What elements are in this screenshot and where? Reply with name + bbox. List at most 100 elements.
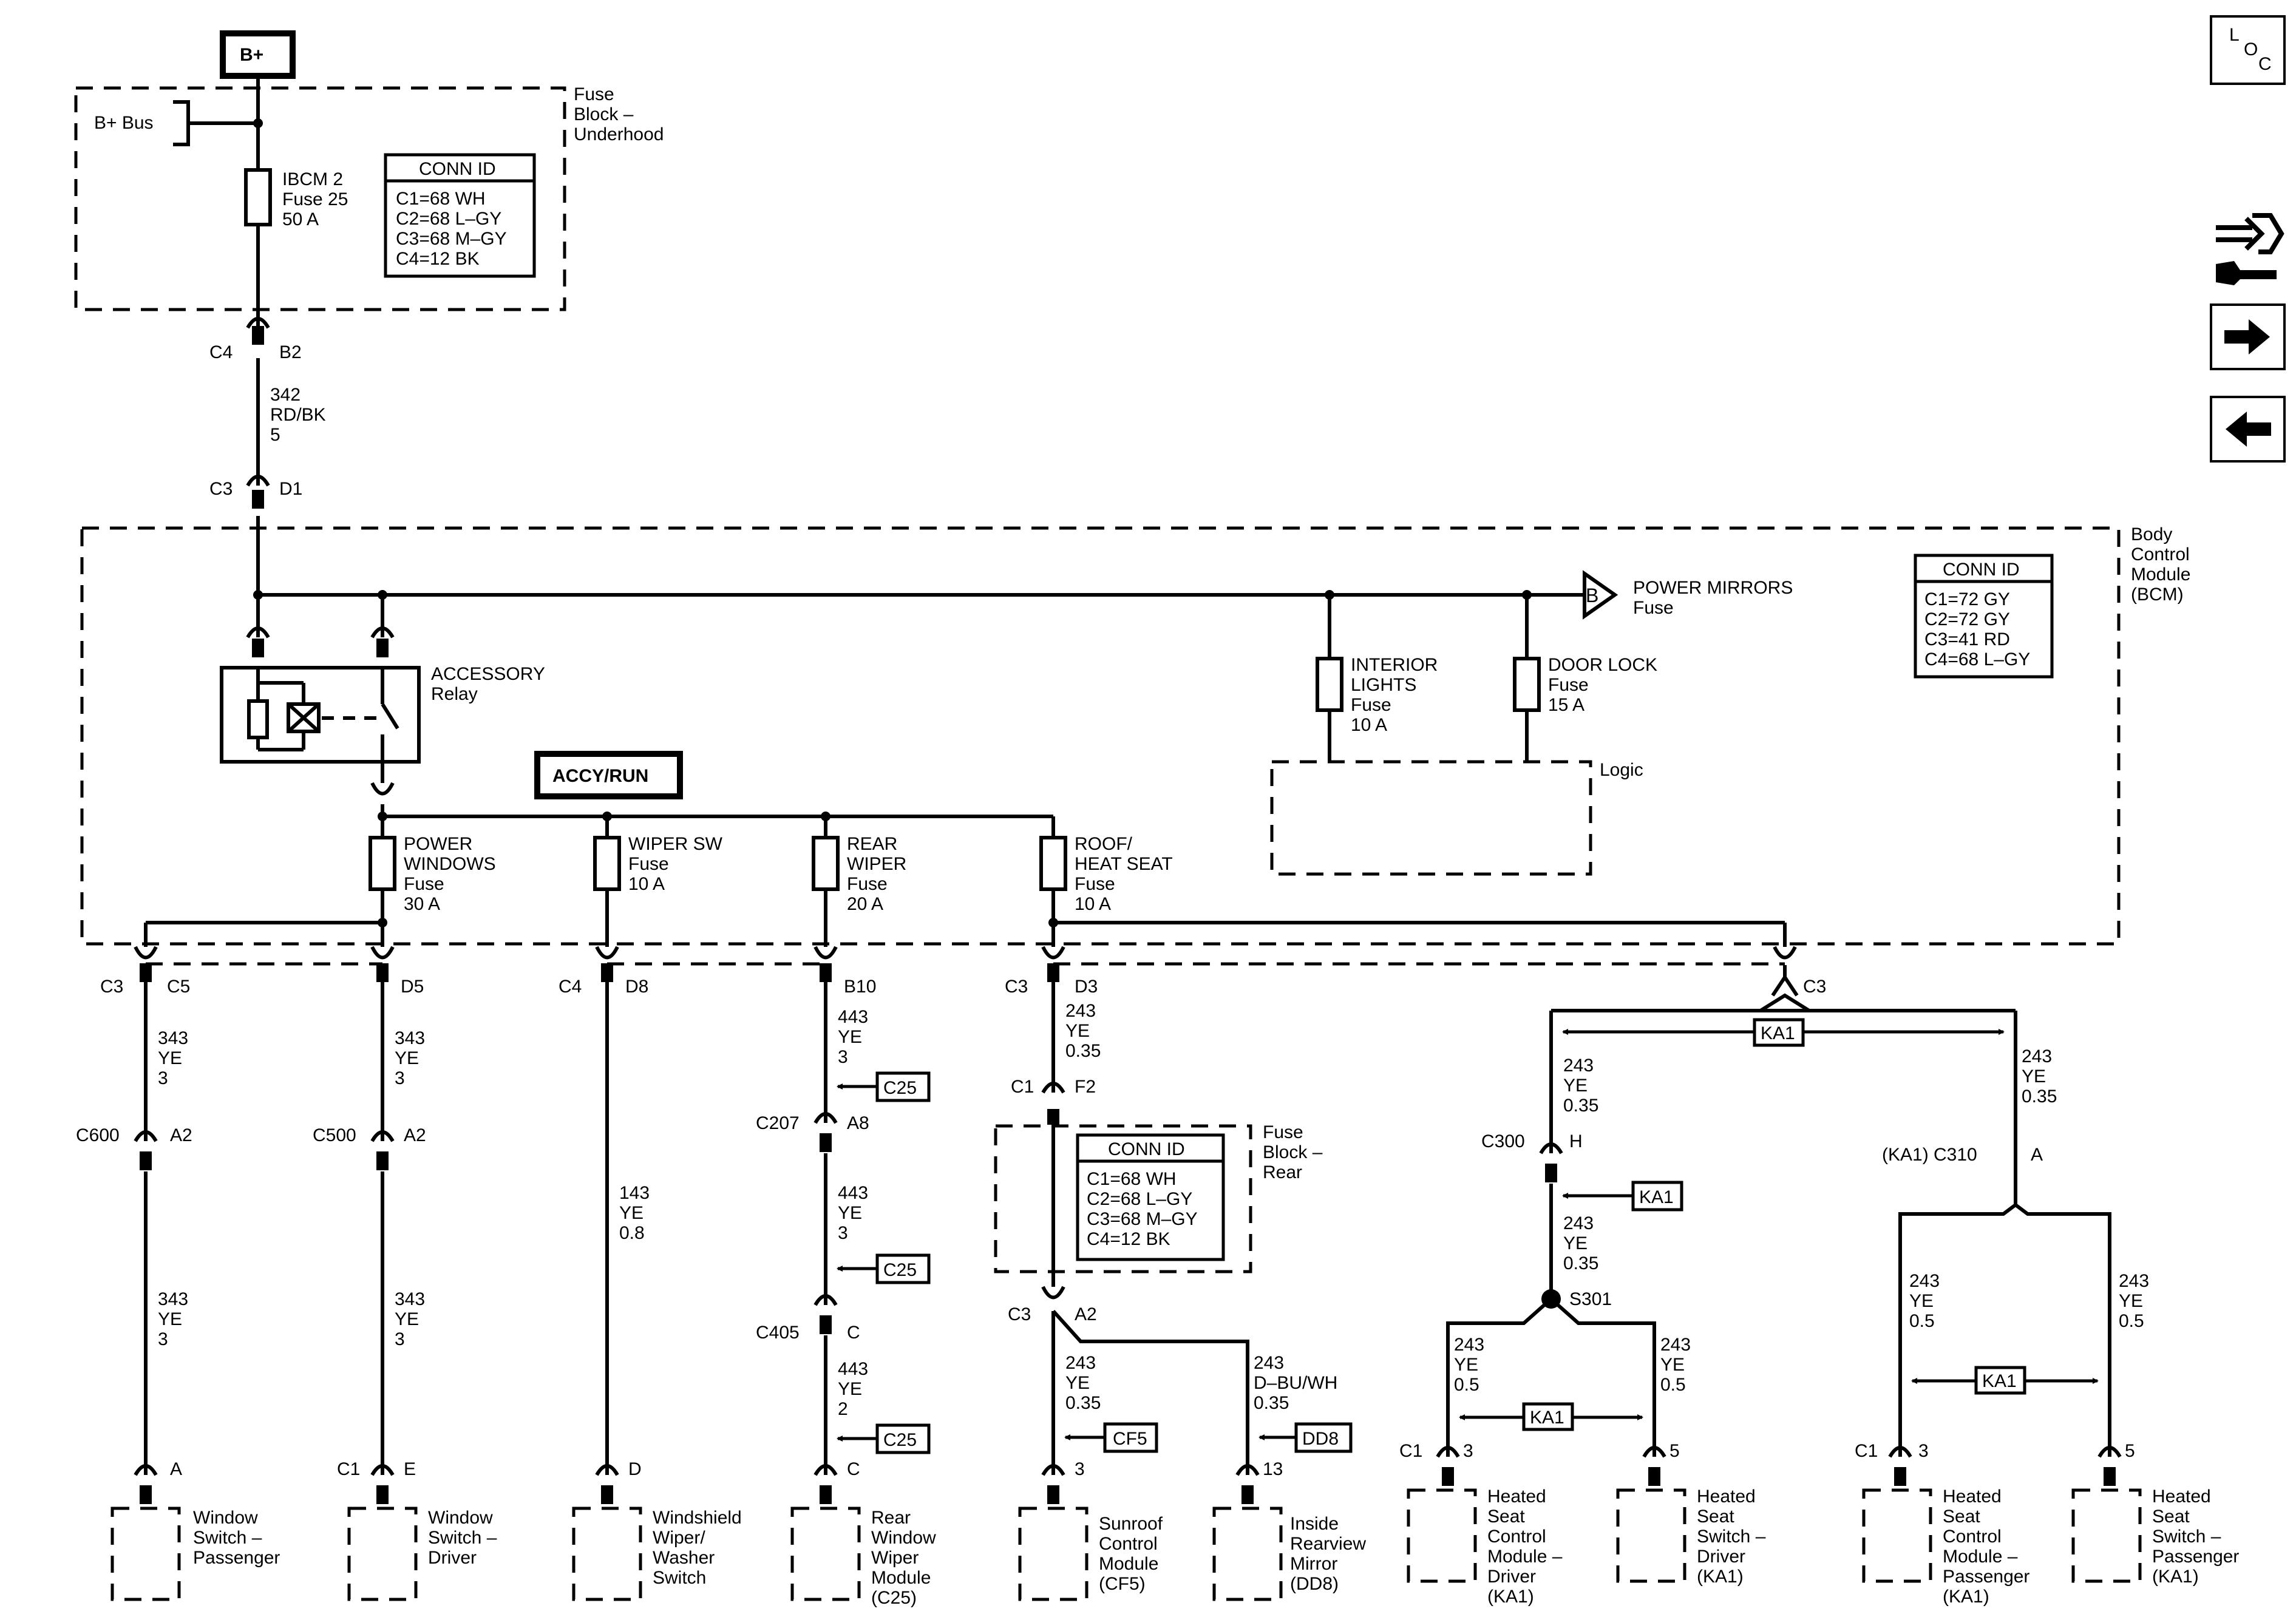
location-button[interactable]: L O C bbox=[2210, 15, 2286, 85]
svg-text:WIPER SW: WIPER SW bbox=[628, 834, 723, 854]
ref-ka1-top[interactable] bbox=[1753, 1018, 1805, 1047]
ref-c25-b[interactable] bbox=[875, 1253, 931, 1284]
b-bus-label: B+ Bus bbox=[94, 113, 154, 133]
pin-e: E bbox=[404, 1459, 416, 1479]
svg-text:Switch –: Switch – bbox=[2152, 1527, 2221, 1547]
rear-wiper-module-box bbox=[790, 1507, 861, 1601]
svg-text:(KA1): (KA1) bbox=[1697, 1567, 1744, 1587]
svg-text:Seat: Seat bbox=[1697, 1507, 1734, 1527]
connector-wrench-button[interactable] bbox=[2210, 203, 2286, 285]
svg-text:243: 243 bbox=[1909, 1271, 1940, 1291]
svg-text:RD/BK: RD/BK bbox=[270, 405, 326, 425]
svg-text:INTERIOR: INTERIOR bbox=[1351, 655, 1438, 675]
svg-text:50 A: 50 A bbox=[282, 209, 319, 229]
svg-text:Seat: Seat bbox=[1487, 1507, 1525, 1527]
conn-a2-a: A2 bbox=[170, 1125, 192, 1145]
svg-text:Fuse: Fuse bbox=[1075, 874, 1115, 894]
ref-ka1-driver[interactable] bbox=[1522, 1402, 1574, 1431]
svg-text:YE: YE bbox=[1909, 1291, 1934, 1311]
svg-text:0.35: 0.35 bbox=[1065, 1393, 1101, 1413]
svg-text:YE: YE bbox=[395, 1048, 419, 1068]
seat-switch-driver-box bbox=[1616, 1488, 1686, 1583]
svg-text:343: 343 bbox=[158, 1028, 188, 1048]
conn-c300: C300 bbox=[1481, 1131, 1525, 1151]
svg-text:Fuse: Fuse bbox=[404, 874, 444, 894]
ref-dd8[interactable] bbox=[1294, 1422, 1353, 1453]
arrow-left-icon bbox=[2226, 412, 2271, 447]
svg-text:143: 143 bbox=[619, 1183, 650, 1203]
svg-text:YE: YE bbox=[1065, 1373, 1090, 1393]
svg-text:Switch: Switch bbox=[653, 1568, 706, 1588]
svg-text:C3=68 M–GY: C3=68 M–GY bbox=[1087, 1209, 1198, 1229]
svg-text:KA1: KA1 bbox=[1982, 1371, 2017, 1391]
conn-id-rear bbox=[1076, 1133, 1225, 1261]
svg-text:Heated: Heated bbox=[1943, 1486, 2002, 1507]
svg-text:YE: YE bbox=[1065, 1021, 1090, 1041]
svg-text:Block –: Block – bbox=[574, 104, 634, 124]
svg-text:0.35: 0.35 bbox=[1065, 1041, 1101, 1061]
pin-ka-3a: 3 bbox=[1463, 1441, 1473, 1461]
svg-text:CONN ID: CONN ID bbox=[419, 159, 496, 179]
svg-text:DD8: DD8 bbox=[1302, 1429, 1339, 1449]
svg-text:C1=68 WH: C1=68 WH bbox=[396, 189, 486, 209]
svg-text:Switch –: Switch – bbox=[1697, 1527, 1766, 1547]
window-switch-passenger-box bbox=[110, 1507, 181, 1601]
svg-text:10 A: 10 A bbox=[628, 874, 665, 894]
svg-text:CF5: CF5 bbox=[1113, 1429, 1147, 1449]
svg-text:YE: YE bbox=[158, 1048, 182, 1068]
svg-text:10 A: 10 A bbox=[1351, 715, 1387, 735]
svg-text:Mirror: Mirror bbox=[1290, 1554, 1337, 1574]
svg-text:Module: Module bbox=[2131, 564, 2190, 585]
splice-s301 bbox=[1541, 1289, 1561, 1309]
svg-text:KA1: KA1 bbox=[1761, 1023, 1795, 1043]
conn-d5: D5 bbox=[401, 977, 424, 997]
conn-id-underhood bbox=[384, 153, 536, 278]
svg-text:C1=68 WH: C1=68 WH bbox=[1087, 1169, 1177, 1189]
svg-text:YE: YE bbox=[2022, 1066, 2046, 1086]
pin-ka-5b: 5 bbox=[2125, 1441, 2135, 1461]
svg-text:YE: YE bbox=[838, 1203, 862, 1223]
svg-text:243: 243 bbox=[1563, 1213, 1594, 1233]
svg-text:Window: Window bbox=[428, 1508, 493, 1528]
svg-text:342: 342 bbox=[270, 385, 301, 405]
svg-text:Block –: Block – bbox=[1263, 1142, 1323, 1162]
ref-c25-a[interactable] bbox=[875, 1071, 931, 1102]
svg-text:YE: YE bbox=[619, 1203, 644, 1223]
svg-text:(C25): (C25) bbox=[871, 1588, 917, 1608]
previous-page-button[interactable] bbox=[2210, 396, 2286, 463]
svg-text:243: 243 bbox=[1065, 1001, 1096, 1021]
pin-ka-c1-a: C1 bbox=[1399, 1441, 1422, 1461]
wiper-sw-fuse-label: WIPER SW Fuse 10 A bbox=[628, 834, 723, 894]
ref-ka1-c300[interactable] bbox=[1631, 1181, 1683, 1212]
svg-text:Control: Control bbox=[1099, 1534, 1158, 1554]
svg-text:C2=68 L–GY: C2=68 L–GY bbox=[396, 209, 501, 229]
ref-cf5[interactable] bbox=[1103, 1422, 1158, 1453]
svg-text:243: 243 bbox=[1065, 1353, 1096, 1373]
conn-c5: C5 bbox=[167, 977, 190, 997]
pin-a: A bbox=[170, 1459, 182, 1479]
next-page-button[interactable] bbox=[2210, 303, 2286, 370]
svg-text:(BCM): (BCM) bbox=[2131, 585, 2184, 605]
conn-d8: D8 bbox=[625, 977, 648, 997]
svg-text:343: 343 bbox=[158, 1289, 188, 1309]
ref-ka1-passenger[interactable] bbox=[1974, 1366, 2026, 1395]
ibcm-fuse-label: IBCM 2 Fuse 25 50 A bbox=[282, 169, 348, 229]
b-plus-label: B+ bbox=[240, 45, 263, 65]
svg-text:YE: YE bbox=[2119, 1291, 2143, 1311]
svg-text:YE: YE bbox=[1563, 1233, 1588, 1253]
svg-text:3: 3 bbox=[395, 1068, 405, 1088]
svg-text:YE: YE bbox=[395, 1309, 419, 1329]
svg-text:20 A: 20 A bbox=[847, 894, 883, 914]
svg-text:30 A: 30 A bbox=[404, 894, 440, 914]
conn-c207: C207 bbox=[756, 1113, 800, 1133]
pin-ka-c1-b: C1 bbox=[1855, 1441, 1878, 1461]
ref-c25-c[interactable] bbox=[875, 1423, 931, 1454]
conn-a2-c: A2 bbox=[1075, 1304, 1097, 1324]
pin-d: D bbox=[628, 1459, 642, 1479]
